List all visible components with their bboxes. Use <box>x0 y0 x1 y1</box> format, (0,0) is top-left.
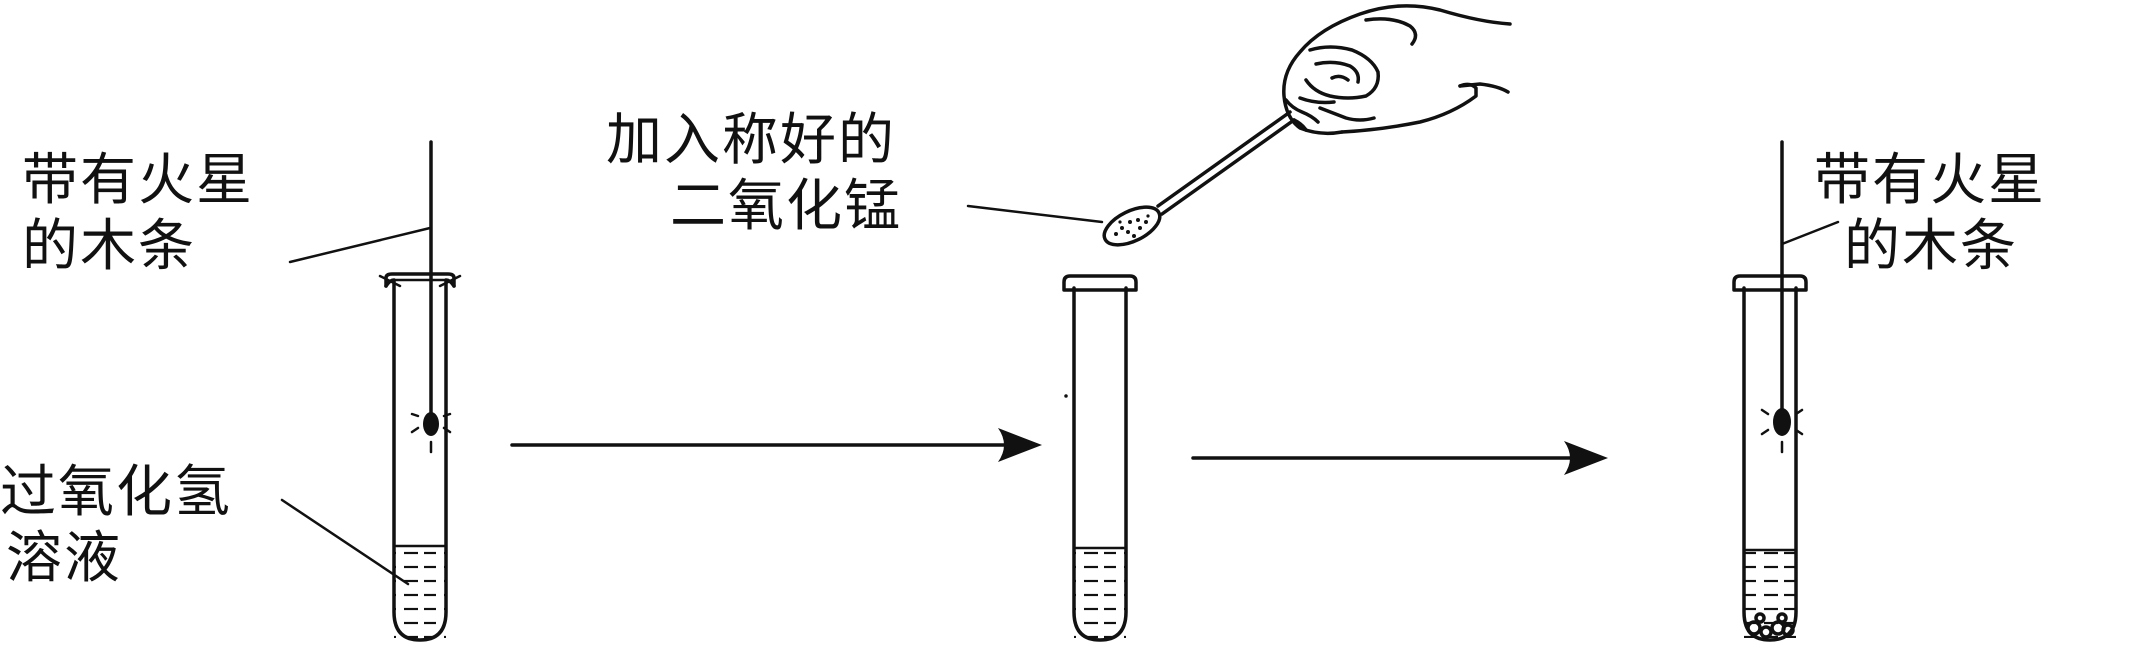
leader-splint-right <box>1780 220 1840 246</box>
leader-splint-left <box>288 226 432 264</box>
label-line: 的木条 <box>22 214 196 280</box>
label-line: 带有火星 <box>1814 148 2046 213</box>
label-glowing-splint-right: 带有火星 的木条 <box>1814 148 2046 280</box>
test-tube-icon <box>378 272 462 642</box>
arrow-right-icon <box>510 428 1042 462</box>
h2o2-liquid <box>1074 548 1126 638</box>
label-hydrogen-peroxide: 过氧化氢 溶液 <box>0 460 232 592</box>
label-glowing-splint-left: 带有火星 的木条 <box>22 148 254 280</box>
h2o2-liquid <box>394 546 446 638</box>
leader-h2o2 <box>280 498 410 586</box>
label-manganese-dioxide: 加入称好的 二氧化锰 <box>606 108 902 240</box>
test-tube-icon <box>1732 274 1808 642</box>
test-tube-icon <box>1062 274 1138 642</box>
arrow-right-icon <box>1191 441 1608 475</box>
glowing-splint-icon <box>410 140 452 454</box>
label-line: 的木条 <box>1844 214 2018 280</box>
label-line: 加入称好的 <box>606 108 896 173</box>
spoon-icon <box>1102 110 1296 247</box>
label-line: 溶液 <box>6 526 122 592</box>
hand-icon <box>1282 4 1512 136</box>
label-line: 过氧化氢 <box>0 460 232 525</box>
label-line: 二氧化锰 <box>670 174 902 240</box>
label-line: 带有火星 <box>22 148 254 213</box>
glowing-splint-icon <box>1760 140 1804 454</box>
mno2-powder <box>1746 612 1795 639</box>
leader-mno2 <box>966 204 1104 224</box>
